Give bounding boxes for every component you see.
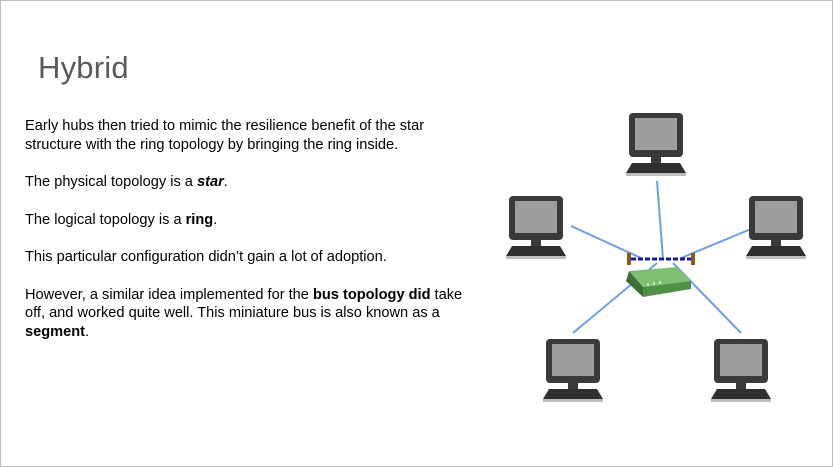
link-left [570,225,642,259]
emphasis-bus-topology: bus topology did [312,286,431,303]
paragraph-logical-topology: The logical topology is a ring. [25,211,218,228]
emphasis-ring: ring [185,211,214,228]
paragraph-physical-topology: The physical topology is a star. [25,174,228,190]
hybrid-topology-diagram [506,113,806,402]
paragraph-bus-segment: However, a similar idea implemented for … [25,286,463,340]
computer-icon [746,196,806,259]
computer-icon [711,339,771,402]
computer-icon [626,113,686,176]
network-links [570,180,752,334]
slide-title: Hybrid [38,50,129,85]
paragraph-adoption: This particular configuration didn’t gai… [25,249,387,265]
hub-icon [626,253,695,297]
link-top [656,180,664,260]
emphasis-segment: segment [25,323,86,340]
emphasis-star: star [196,174,224,190]
bus-terminator-left [627,253,631,265]
slide-body: Early hubs then tried to mimic the resil… [25,117,465,360]
computer-icon [506,196,566,259]
bus-terminator-right [691,253,695,265]
paragraph-hubs: Early hubs then tried to mimic the resil… [25,118,425,153]
computer-icon [543,339,603,402]
